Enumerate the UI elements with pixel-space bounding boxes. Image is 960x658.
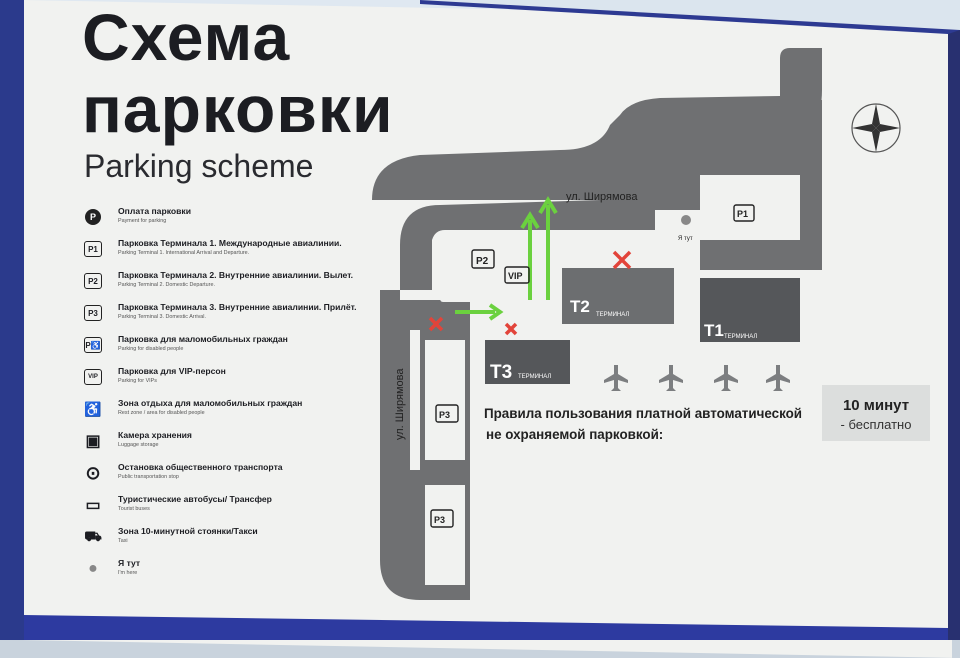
- legend-sub: Tourist buses: [118, 506, 150, 512]
- legend-item: P3 Парковка Терминала 3. Внутренние авиа…: [78, 302, 378, 324]
- vip-icon: VIP: [84, 369, 102, 385]
- legend-sub: Parking Terminal 1. International Arriva…: [118, 250, 250, 256]
- rules-title-line-1: Правила пользования платной автоматическ…: [484, 406, 803, 421]
- t3-label: T3: [490, 362, 512, 383]
- legend-label: Зона 10-минутной стоянки/Такси: [118, 526, 258, 536]
- t1-label: T1: [704, 321, 724, 340]
- legend-label: Парковка Терминала 2. Внутренние авиалин…: [118, 270, 354, 280]
- rest-zone-icon: ♿: [84, 400, 102, 417]
- legend-item: P Оплата парковки Payment for parking: [78, 206, 378, 228]
- legend-label: Парковка Терминала 1. Международные авиа…: [118, 238, 342, 248]
- red-crosses: [428, 250, 632, 336]
- you-are-here-icon: ●: [88, 560, 98, 577]
- legend-sub: Rest zone / area for disabled people: [118, 410, 205, 416]
- p1-sign: P1: [733, 204, 755, 222]
- airplane-icons: [604, 365, 790, 391]
- legend-sub: Luggage storage: [118, 442, 159, 448]
- street-left-label: ул. Ширямова: [394, 368, 406, 440]
- legend-item: VIP Парковка для VIP-персон Parking for …: [78, 366, 378, 388]
- legend-sub: Taxi: [118, 538, 128, 544]
- legend-sub: Parking Terminal 3. Domestic Arrival.: [118, 314, 206, 320]
- t2-label: T2: [570, 297, 590, 316]
- svg-text:P3: P3: [434, 515, 445, 525]
- bottom-frame: [24, 615, 948, 640]
- t3-terminal-label: ТЕРМИНАЛ: [518, 374, 551, 380]
- title-line-1: Схема: [82, 0, 291, 74]
- p2-sign: P2: [471, 249, 495, 269]
- legend-item: P♿ Парковка для маломобильных граждан Pa…: [78, 334, 378, 356]
- legend-label: Зона отдыха для маломобильных граждан: [118, 398, 303, 408]
- legend-item: ⛟ Зона 10-минутной стоянки/Такси Taxi: [78, 526, 378, 548]
- p3-icon: P3: [84, 305, 102, 321]
- title-line-2: парковки: [82, 72, 394, 146]
- right-frame: [948, 30, 960, 640]
- legend-item: ▭ Туристические автобусы/ Трансфер Touri…: [78, 494, 378, 516]
- parking-lots: [425, 185, 795, 585]
- legend-item: ▣ Камера хранения Luggage storage: [78, 430, 378, 452]
- taxi-icon: ⛟: [84, 527, 102, 544]
- legend-label: Я тут: [118, 558, 141, 568]
- parking-payment-icon: P: [85, 209, 101, 225]
- vip-sign: VIP: [504, 266, 530, 284]
- legend-sub: Public transportation stop: [118, 474, 179, 480]
- bus-stop-icon: ⊙: [85, 462, 101, 483]
- legend-sub: Parking for disabled people: [118, 346, 184, 352]
- terminal-t2: [562, 268, 674, 324]
- legend-label: Остановка общественного транспорта: [118, 462, 283, 472]
- legend-item: ● Я тут I'm here: [78, 558, 378, 580]
- legend-sub: I'm here: [118, 570, 138, 576]
- legend-item: P1 Парковка Терминала 1. Международные а…: [78, 238, 378, 260]
- tourist-bus-icon: ▭: [85, 497, 101, 514]
- legend-item: ♿ Зона отдыха для маломобильных граждан …: [78, 398, 378, 420]
- p2-icon: P2: [84, 273, 102, 289]
- legend-sub: Payment for parking: [118, 218, 167, 224]
- svg-text:P2: P2: [476, 256, 489, 267]
- free-period-box: 10 минут - бесплатно: [822, 385, 930, 441]
- rules-title-line-2: не охраняемой парковкой:: [486, 426, 664, 442]
- left-frame: [0, 0, 24, 640]
- rules-title: Правила пользования платной автоматическ…: [484, 404, 802, 446]
- legend-label: Парковка для маломобильных граждан: [118, 334, 288, 344]
- terminal-t3: [485, 340, 570, 384]
- p3-sign-lower: P3: [430, 509, 454, 528]
- svg-text:VIP: VIP: [508, 271, 523, 281]
- legend-label: Туристические автобусы/ Трансфер: [118, 494, 272, 504]
- subtitle: Parking scheme: [84, 148, 314, 184]
- you-are-here-label: Я тут: [678, 236, 693, 242]
- terminal-t1: [700, 278, 800, 342]
- you-are-here-marker: [681, 215, 691, 225]
- legend-label: Камера хранения: [118, 430, 192, 440]
- legend-sub: Parking for VIPs: [118, 378, 157, 384]
- legend-sub: Parking Terminal 2. Domestic Departure.: [118, 282, 215, 288]
- svg-text:P3: P3: [439, 410, 450, 420]
- svg-text:P1: P1: [737, 209, 748, 219]
- top-frame: [420, 0, 960, 34]
- parking-map: ул. Ширямова ул. Ширямова T2 ТЕРМИНАЛ T3…: [0, 0, 960, 640]
- p1-icon: P1: [84, 241, 102, 257]
- legend-label: Парковка Терминала 3. Внутренние авиалин…: [118, 302, 357, 312]
- free-period-duration: 10 минут: [842, 397, 910, 414]
- disabled-parking-icon: P♿: [84, 337, 102, 353]
- green-arrows: [455, 196, 558, 321]
- legend-label: Парковка для VIP-персон: [118, 366, 226, 376]
- free-period-note: - бесплатно: [840, 417, 912, 432]
- legend-item: P2 Парковка Терминала 2. Внутренние авиа…: [78, 270, 378, 292]
- p3-sign-upper: P3: [435, 404, 459, 423]
- t2-terminal-label: ТЕРМИНАЛ: [596, 312, 629, 318]
- t1-terminal-label: ТЕРМИНАЛ: [724, 334, 757, 340]
- legend-label: Оплата парковки: [118, 206, 192, 216]
- street-top-label: ул. Ширямова: [566, 191, 638, 203]
- luggage-storage-icon: ▣: [85, 433, 101, 450]
- compass-icon: [851, 103, 901, 153]
- legend-item: ⊙ Остановка общественного транспорта Pub…: [78, 462, 378, 484]
